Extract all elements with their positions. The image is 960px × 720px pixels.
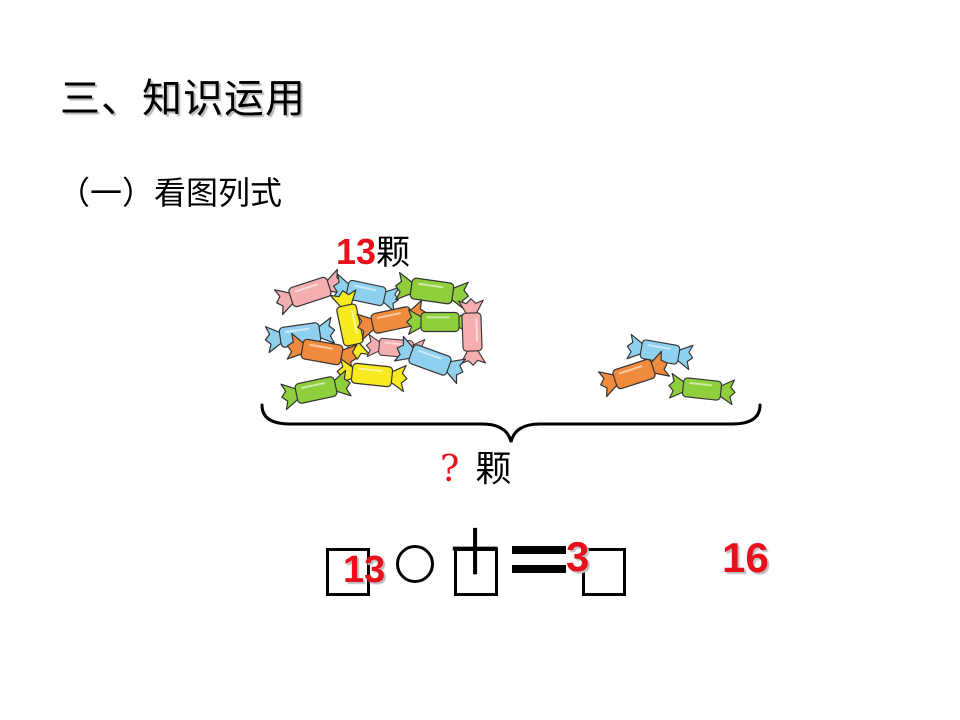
section-subtitle: （一）看图列式 — [58, 174, 283, 212]
candy-15 — [597, 350, 671, 398]
candy-14 — [626, 333, 694, 371]
answer-box-second[interactable] — [454, 548, 498, 596]
answer-box-first[interactable] — [326, 548, 370, 596]
curly-brace-icon — [260, 403, 762, 443]
top-group-count-label: 13颗 — [336, 231, 411, 273]
top-group-count: 13 — [336, 231, 377, 272]
top-group-unit: 颗 — [376, 233, 411, 273]
candy-9 — [286, 332, 358, 372]
plus-sign: 十 — [450, 524, 500, 582]
answer-second-number: 3 — [566, 533, 590, 580]
question-mark: ? — [440, 449, 460, 490]
candy-11 — [393, 335, 467, 385]
equals-sign — [512, 546, 566, 574]
answer-first-number: 13 — [343, 549, 386, 591]
answer-result: 16 — [722, 534, 769, 581]
candy-3 — [394, 272, 470, 310]
candy-1 — [273, 268, 347, 316]
answer-box-result[interactable] — [582, 548, 626, 596]
total-question-label: ?颗 — [440, 452, 511, 488]
candy-13 — [280, 369, 352, 411]
slide-title: 三、知识运用 — [60, 76, 306, 122]
candy-16 — [668, 372, 736, 406]
candy-8 — [457, 298, 487, 366]
operator-circle[interactable] — [396, 545, 434, 583]
total-unit: 颗 — [475, 449, 512, 490]
candy-pile — [264, 268, 736, 411]
